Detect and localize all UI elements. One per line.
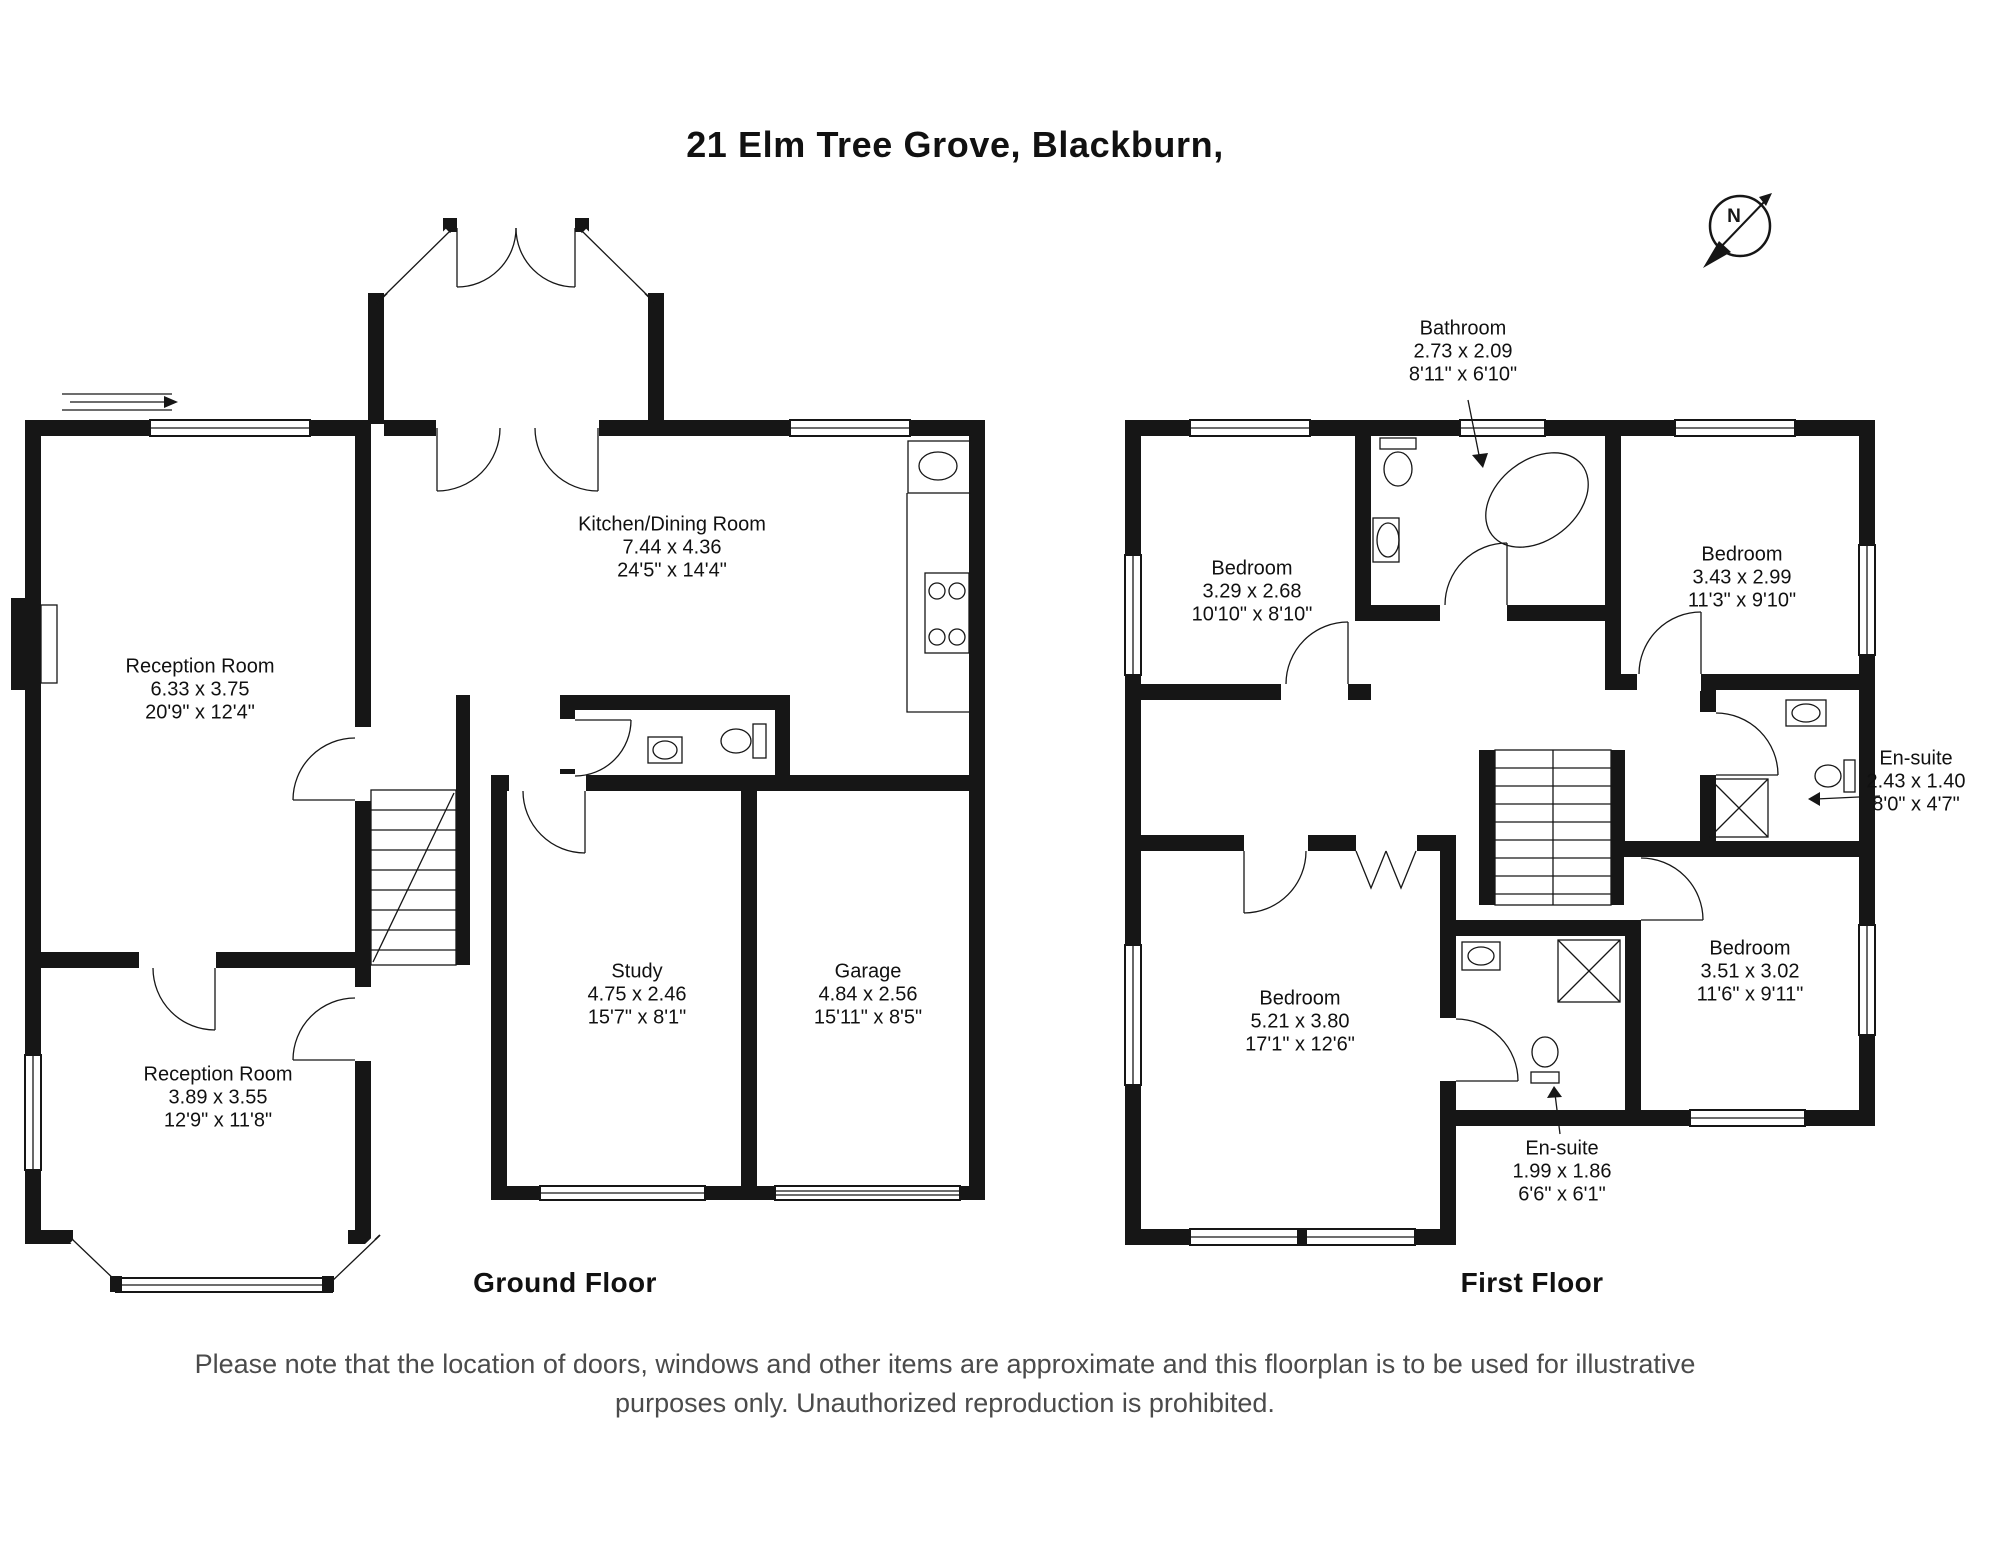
label-arrows [1467,399,1881,1135]
window [1124,419,1876,1246]
hand-basin-icon [1372,517,1400,563]
door-swings [152,227,632,1061]
room-label-bathroom: Bathroom 2.73 x 2.09 8'11" x 6'10" [1408,317,1518,386]
stairs-icon [1494,749,1612,906]
entry-arrow-icon [62,393,178,411]
shower-icon [1709,778,1769,838]
disclaimer-line-1: Please note that the location of doors, … [194,1349,1696,1379]
disclaimer: Please note that the location of doors, … [195,1345,1696,1423]
bathtub-icon [1485,452,1589,548]
room-label-bedroom-top-left: Bedroom 3.29 x 2.68 10'10" x 8'10" [1191,557,1313,626]
compass-north-label: N [1727,206,1741,227]
toilet-icon [1814,759,1856,793]
compass-icon: N [1703,193,1772,268]
toilet-icon [720,723,767,759]
toilet-icon [1379,437,1417,487]
kitchen-counter [906,493,969,713]
room-label-bedroom-bottom-left: Bedroom 5.21 x 3.80 17'1" x 12'6" [1245,987,1355,1056]
hand-basin-icon [1461,941,1501,971]
hand-basin-icon [647,736,683,764]
room-label-reception-1: Reception Room 6.33 x 3.75 20'9" x 12'4" [125,655,275,724]
room-label-garage: Garage 4.84 x 2.56 15'11" x 8'5" [813,960,923,1029]
disclaimer-line-2: purposes only. Unauthorized reproduction… [615,1388,1275,1418]
hand-basin-icon [1785,699,1827,727]
first-floor-plan [1124,399,1881,1246]
room-label-study: Study 4.75 x 2.46 15'7" x 8'1" [587,960,687,1029]
kitchen-sink-icon [907,440,971,494]
first-floor-caption: First Floor [1460,1267,1604,1298]
garage-door [774,1185,961,1201]
room-label-bedroom-top-right: Bedroom 3.43 x 2.99 11'3" x 9'10" [1687,543,1797,612]
room-label-ensuite-right: En-suite 2.43 x 1.40 8'0" x 4'7" [1866,747,1966,816]
door-swings [1243,542,1779,1082]
room-label-ensuite-bottom: En-suite 1.99 x 1.86 6'6" x 6'1" [1512,1137,1612,1206]
shower-icon [1557,939,1621,1003]
stairs-icon [370,789,457,966]
page-title: 21 Elm Tree Grove, Blackburn, [686,124,1224,165]
window [24,419,911,1293]
ground-floor-caption: Ground Floor [473,1267,657,1298]
stove-icon [924,572,970,654]
ground-floor-plan [11,218,985,1293]
room-label-reception-2: Reception Room 3.89 x 3.55 12'9" x 11'8" [143,1063,293,1132]
room-label-kitchen: Kitchen/Dining Room 7.44 x 4.36 24'5" x … [578,513,766,582]
room-label-bedroom-bottom-right: Bedroom 3.51 x 3.02 11'6" x 9'11" [1696,937,1804,1006]
toilet-icon [1530,1036,1560,1084]
